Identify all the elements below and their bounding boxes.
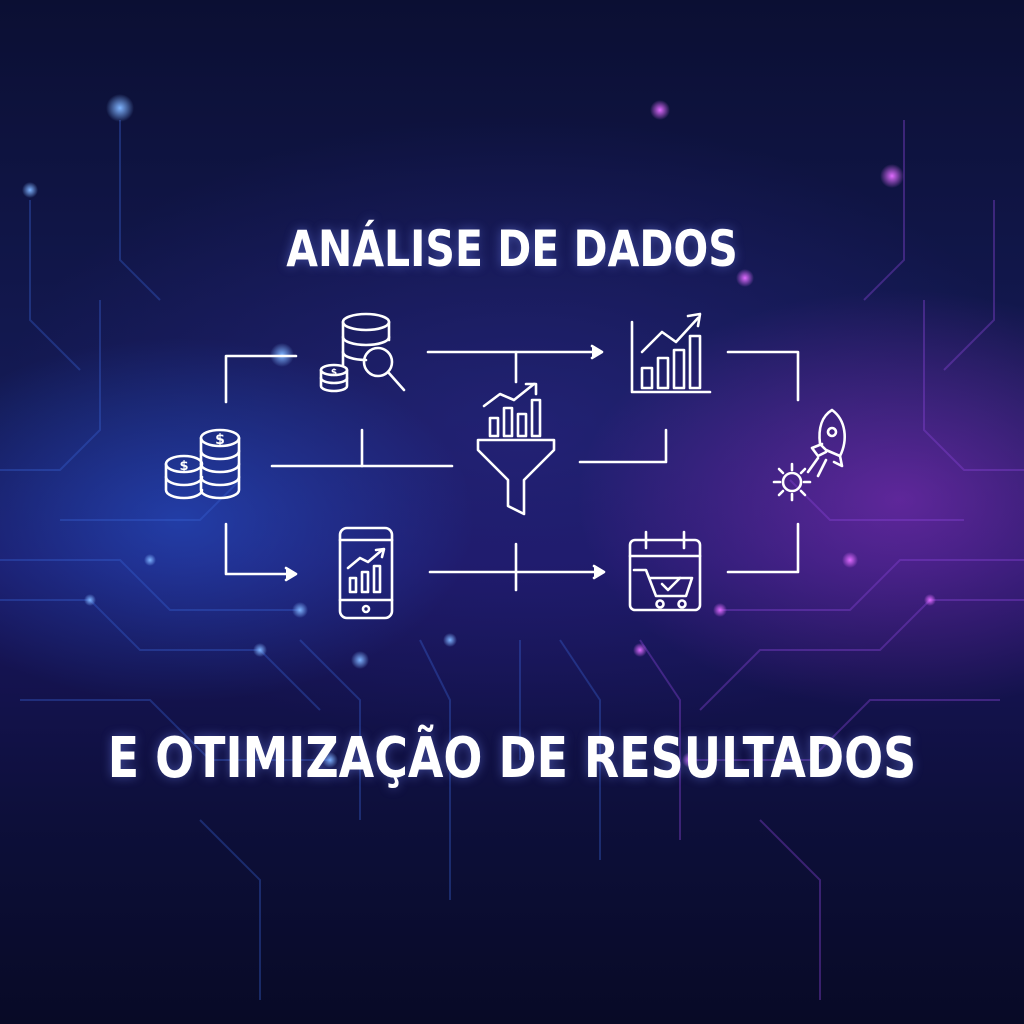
connector-lines — [224, 344, 800, 592]
smartphone-chart-icon — [338, 526, 394, 620]
calendar-cart-icon — [628, 530, 702, 612]
coin-stacks-icon: $ $ — [164, 428, 241, 500]
rocket-gear-icon — [772, 408, 846, 502]
diagram-title: ANÁLISE DE DADOS — [286, 220, 738, 278]
diagram-subtitle: E OTIMIZAÇÃO DE RESULTADOS — [107, 726, 917, 791]
svg-text:$: $ — [331, 368, 337, 378]
svg-text:$: $ — [179, 459, 188, 474]
growth-chart-icon — [630, 312, 712, 394]
svg-text:$: $ — [215, 432, 225, 448]
database-search-icon: $ — [319, 312, 406, 393]
funnel-chart-icon — [476, 382, 556, 516]
